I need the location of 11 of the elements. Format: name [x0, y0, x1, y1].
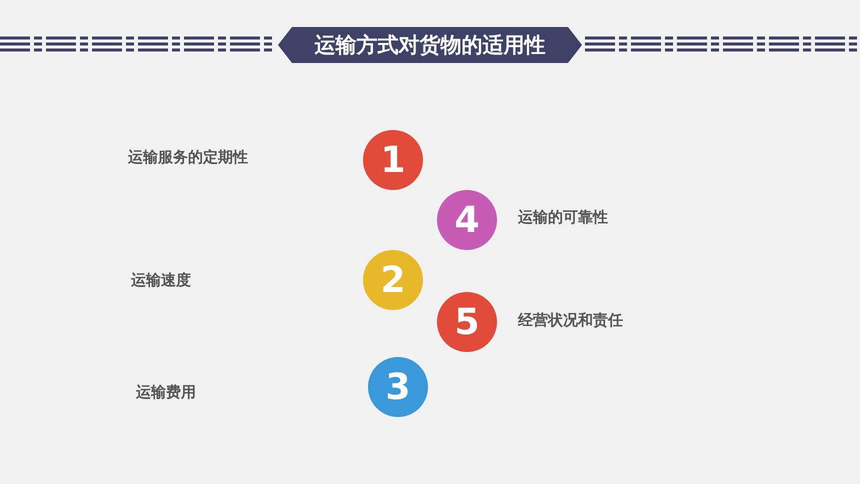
number-circle: 4	[437, 190, 497, 250]
number-circle: 2	[363, 250, 423, 310]
item-caption: 运输费用	[136, 382, 196, 402]
number-circle: 5	[437, 292, 497, 352]
number-circle: 3	[368, 357, 428, 417]
number-circle: 1	[363, 130, 423, 190]
item-caption: 运输服务的定期性	[128, 147, 248, 167]
item-caption: 运输速度	[131, 270, 191, 290]
item-caption: 经营状况和责任	[518, 310, 623, 330]
title-banner: 运输方式对货物的适用性	[278, 27, 582, 63]
item-caption: 运输的可靠性	[518, 207, 608, 227]
